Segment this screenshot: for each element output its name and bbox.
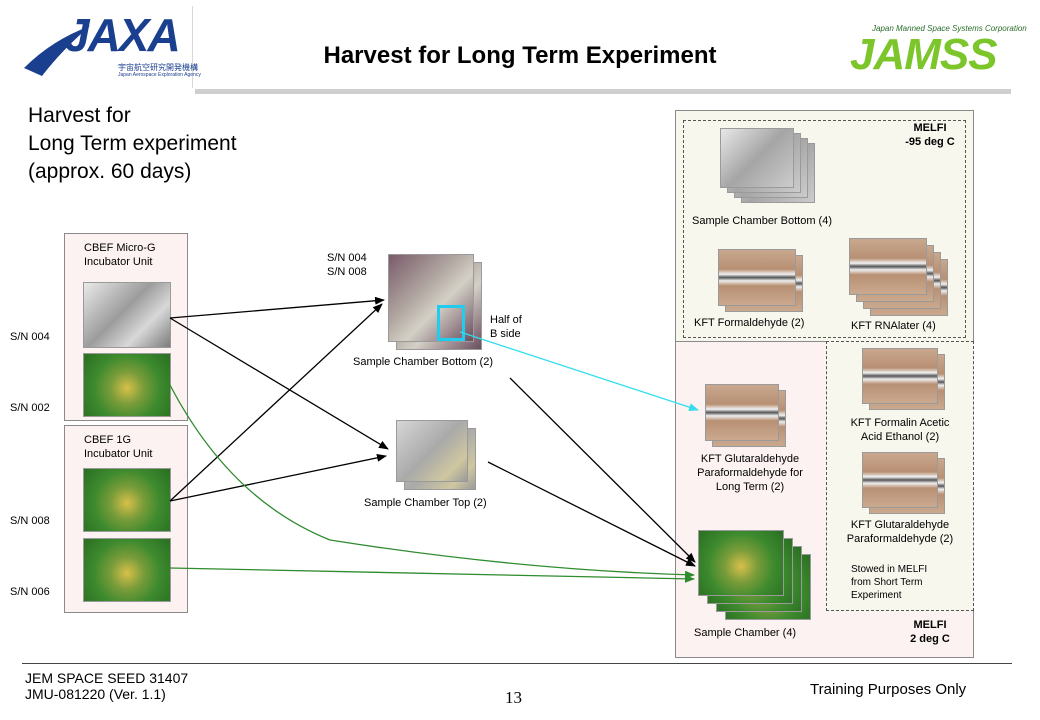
micro-g-label-line-1: CBEF Micro-G xyxy=(84,242,156,254)
slide-subtitle: Harvest for Long Term experiment (approx… xyxy=(28,102,237,186)
melfi-upper-line-2: -95 deg C xyxy=(905,136,955,148)
sample-chamber-top-caption: Sample Chamber Top (2) xyxy=(364,497,487,509)
kft-rnalater-photo-1 xyxy=(849,238,927,295)
kft-rnalater-caption: KFT RNAlater (4) xyxy=(851,320,936,332)
jaxa-logo: JAXA 宇宙航空研究開発機構 Japan Aerospace Explorat… xyxy=(22,6,201,88)
middle-sn-008: S/N 008 xyxy=(327,266,367,278)
subtitle-line-1: Harvest for xyxy=(28,104,131,127)
arrow-bottom-to-sample-chamber xyxy=(509,377,696,563)
sn-label-002: S/N 002 xyxy=(10,402,50,414)
sample-chamber-photo-1 xyxy=(698,530,784,596)
melfi-2deg-label: MELFI 2 deg C xyxy=(880,618,980,646)
one-g-incubator-label: CBEF 1G Incubator Unit xyxy=(84,433,152,461)
jaxa-subtitle-en: Japan Aerospace Exploration Agency xyxy=(118,72,201,78)
kft-formaldehyde-photo-1 xyxy=(718,249,796,306)
incubator-photo-sn002 xyxy=(83,353,171,417)
sample-chamber-top-photo xyxy=(396,420,468,482)
melfi-minus95-label: MELFI -95 deg C xyxy=(880,121,980,149)
arrow-sn008-to-bottom xyxy=(169,303,383,502)
arrow-sn002-to-sample-chamber xyxy=(169,384,695,579)
kft-formalin-line-1: KFT Formalin Acetic xyxy=(850,417,950,429)
stowed-line-2: from Short Term xyxy=(851,577,923,588)
arrow-sn006-to-sample-chamber xyxy=(169,567,695,583)
jamss-logo: JAMSS xyxy=(850,30,998,79)
jamss-subtitle: Japan Manned Space Systems Corporation xyxy=(872,24,1027,33)
sample-chamber-bottom-caption: Sample Chamber Bottom (2) xyxy=(353,356,493,368)
arrow-top-to-sample-chamber xyxy=(487,461,696,567)
page-title: Harvest for Long Term Experiment xyxy=(323,42,717,69)
kft-formaldehyde-caption: KFT Formaldehyde (2) xyxy=(694,317,805,329)
middle-sn-004: S/N 004 xyxy=(327,252,367,264)
arrow-sn004-to-top xyxy=(169,317,389,450)
upper-chamber-photo-1 xyxy=(720,128,794,188)
incubator-photo-sn006 xyxy=(83,538,171,602)
kft-glut-line-2: Paraformaldehyde (2) xyxy=(846,533,954,545)
kft-formalin-photo-1 xyxy=(862,348,938,404)
micro-g-label-line-2: Incubator Unit xyxy=(84,256,153,268)
subtitle-line-3: (approx. 60 days) xyxy=(28,160,192,183)
footer-notice: Training Purposes Only xyxy=(810,681,967,698)
arrow-sn008-to-top xyxy=(169,453,387,502)
half-b-line-1: Half of xyxy=(490,314,522,326)
footer-doc-info: JEM SPACE SEED 31407 JMU-081220 (Ver. 1.… xyxy=(25,670,188,702)
kft-glut-photo-1 xyxy=(862,452,938,508)
stowed-line-3: Experiment xyxy=(851,590,902,601)
title-divider xyxy=(195,89,1011,94)
stowed-line-1: Stowed in MELFI xyxy=(851,564,928,575)
stowed-note: Stowed in MELFI from Short Term Experime… xyxy=(851,563,927,602)
arrow-half-b-to-kft-glut-long xyxy=(459,331,699,411)
one-g-label-line-2: Incubator Unit xyxy=(84,448,153,460)
half-b-line-2: B side xyxy=(490,328,521,340)
arrow-sn004-to-bottom xyxy=(169,296,385,319)
footer-doc-id: JEM SPACE SEED 31407 xyxy=(25,670,189,686)
half-b-side-highlight xyxy=(437,305,465,341)
kft-glut-line-1: KFT Glutaraldehyde xyxy=(850,519,950,531)
kft-glut-long-line-1: KFT Glutaraldehyde xyxy=(700,453,800,465)
kft-formalin-line-2: Acid Ethanol (2) xyxy=(860,431,940,443)
melfi-lower-line-1: MELFI xyxy=(913,619,947,631)
kft-glut-caption: KFT Glutaraldehyde Paraformaldehyde (2) xyxy=(830,518,970,546)
jaxa-logo-text: JAXA xyxy=(64,9,181,61)
incubator-photo-sn004 xyxy=(83,282,171,348)
kft-glut-long-line-3: Long Term (2) xyxy=(715,481,785,493)
one-g-label-line-1: CBEF 1G xyxy=(84,434,132,446)
melfi-minus95-dashed-area xyxy=(683,120,966,338)
sn-label-008: S/N 008 xyxy=(10,515,50,527)
upper-chamber-caption: Sample Chamber Bottom (4) xyxy=(692,215,832,227)
footer-divider xyxy=(22,663,1012,664)
kft-glut-long-photo-1 xyxy=(705,384,779,441)
sample-chamber-caption: Sample Chamber (4) xyxy=(694,627,797,639)
incubator-photo-sn008 xyxy=(83,468,171,532)
micro-g-incubator-label: CBEF Micro-G Incubator Unit xyxy=(84,241,156,269)
kft-glut-long-line-2: Paraformaldehyde for xyxy=(697,467,803,479)
kft-formalin-caption: KFT Formalin Acetic Acid Ethanol (2) xyxy=(830,416,970,444)
melfi-lower-line-2: 2 deg C xyxy=(910,633,950,645)
kft-glut-long-caption: KFT Glutaraldehyde Paraformaldehyde for … xyxy=(678,452,822,494)
page-number: 13 xyxy=(505,688,522,707)
footer-doc-version: JMU-081220 (Ver. 1.1) xyxy=(25,686,166,702)
melfi-upper-line-1: MELFI xyxy=(913,122,947,134)
half-b-side-label: Half of B side xyxy=(490,313,522,341)
jaxa-subtitle-jp: 宇宙航空研究開発機構 xyxy=(118,63,198,72)
sn-label-006: S/N 006 xyxy=(10,586,50,598)
middle-sn-labels: S/N 004 S/N 008 xyxy=(327,251,367,279)
jaxa-swoosh-icon xyxy=(24,26,90,76)
sn-label-004: S/N 004 xyxy=(10,331,50,343)
subtitle-line-2: Long Term experiment xyxy=(28,132,237,155)
sample-chamber-bottom-photo xyxy=(388,254,474,342)
